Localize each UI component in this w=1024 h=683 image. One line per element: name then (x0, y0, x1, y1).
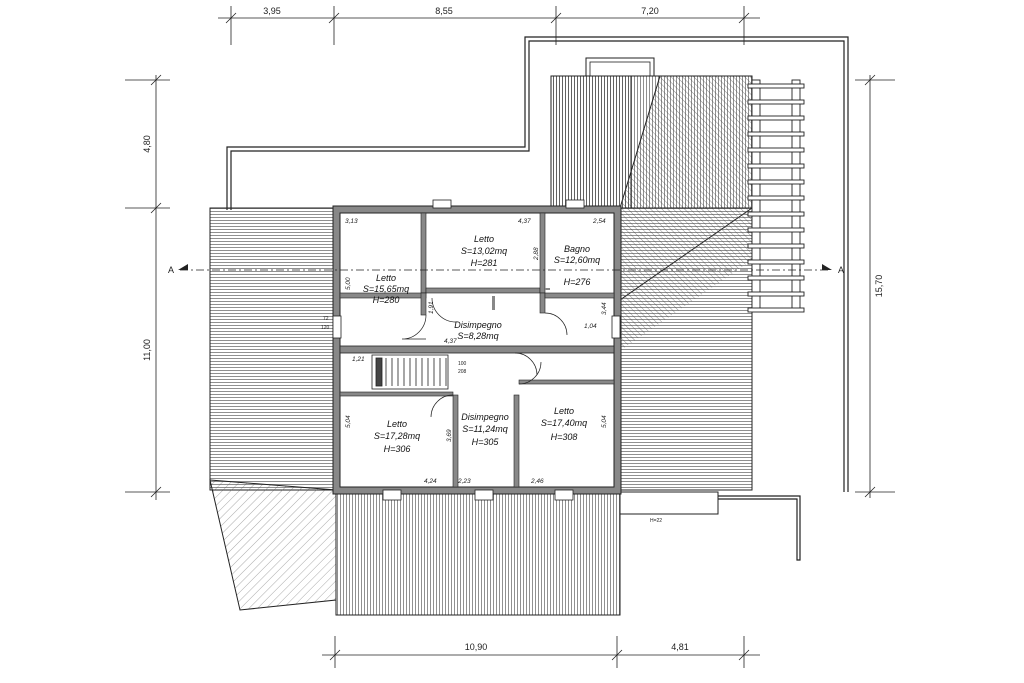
svg-text:Letto: Letto (376, 273, 396, 283)
svg-text:H=308: H=308 (551, 432, 578, 442)
svg-text:3,69: 3,69 (446, 429, 453, 442)
svg-text:120: 120 (321, 325, 330, 331)
section-label-left: A (168, 265, 174, 275)
room-letto-2: Letto S=13,02mq H=281 (461, 234, 507, 268)
svg-text:1,91: 1,91 (428, 301, 435, 314)
svg-text:2,23: 2,23 (457, 478, 471, 485)
roof-left (209, 207, 337, 491)
svg-text:S=12,60mq: S=12,60mq (554, 255, 600, 265)
svg-text:H=305: H=305 (472, 437, 500, 447)
svg-text:100: 100 (458, 361, 467, 367)
section-line (178, 264, 832, 271)
svg-text:H=276: H=276 (564, 277, 591, 287)
svg-text:2,88: 2,88 (533, 247, 540, 261)
dimension-lines (125, 6, 895, 668)
svg-text:Letto: Letto (474, 234, 494, 244)
svg-text:S=8,28mq: S=8,28mq (457, 331, 498, 341)
dim-top-1: 3,95 (263, 6, 281, 16)
svg-text:5,04: 5,04 (601, 415, 608, 428)
dim-left-2: 11,00 (142, 339, 152, 361)
door-swings (401, 297, 568, 418)
svg-text:4,24: 4,24 (424, 478, 437, 485)
svg-text:Disimpegno: Disimpegno (461, 412, 509, 422)
building (332, 205, 622, 495)
lower-balcony (619, 491, 719, 515)
terrace-outline (226, 36, 849, 561)
section-label-right: A (838, 265, 844, 275)
svg-text:3,13: 3,13 (345, 218, 358, 225)
svg-text:208: 208 (458, 369, 467, 375)
svg-text:72: 72 (323, 316, 329, 322)
svg-text:S=15,65mq: S=15,65mq (363, 284, 409, 294)
svg-text:H=280: H=280 (373, 295, 400, 305)
dim-bottom-1: 10,90 (465, 642, 488, 652)
dim-right: 15,70 (874, 275, 884, 298)
svg-text:5,00: 5,00 (345, 277, 352, 290)
svg-text:1,04: 1,04 (584, 323, 597, 330)
dim-top-3: 7,20 (641, 6, 659, 16)
roof-top-strip (550, 75, 632, 209)
room-letto-4: Letto S=17,40mq H=308 (541, 406, 587, 442)
roof-bottom (335, 489, 621, 616)
svg-text:4,37: 4,37 (518, 218, 531, 225)
roof-left-lower (209, 479, 337, 611)
svg-text:Letto: Letto (387, 419, 407, 429)
top-balcony (585, 57, 655, 77)
window-markers (332, 199, 621, 501)
svg-text:Letto: Letto (554, 406, 574, 416)
svg-text:3,44: 3,44 (601, 302, 608, 315)
room-letto-3: Letto S=17,28mq H=306 (374, 419, 420, 454)
room-disimpegno-1: Disimpegno S=8,28mq (454, 320, 502, 341)
dim-left-1: 4,80 (142, 135, 152, 153)
svg-text:Bagno: Bagno (564, 244, 590, 254)
roof-right-diagonal-2 (618, 208, 752, 352)
stairs (371, 354, 449, 390)
dim-bottom-2: 4,81 (671, 642, 689, 652)
svg-text:H=306: H=306 (384, 444, 411, 454)
svg-text:S=11,24mq: S=11,24mq (462, 424, 508, 434)
dim-top-2: 8,55 (435, 6, 453, 16)
svg-text:2,54: 2,54 (592, 218, 606, 225)
svg-text:2,46: 2,46 (530, 478, 544, 485)
room-letto-1: Letto S=15,65mq H=280 (363, 273, 409, 305)
room-bagno: Bagno S=12,60mq H=276 (554, 244, 600, 287)
svg-text:S=17,40mq: S=17,40mq (541, 418, 587, 428)
svg-text:S=13,02mq: S=13,02mq (461, 246, 507, 256)
svg-text:Disimpegno: Disimpegno (454, 320, 502, 330)
svg-text:1,21: 1,21 (352, 356, 365, 363)
svg-text:5,04: 5,04 (345, 415, 352, 428)
pergola (747, 79, 805, 313)
svg-text:S=17,28mq: S=17,28mq (374, 431, 420, 441)
room-disimpegno-2: Disimpegno S=11,24mq H=305 (461, 412, 509, 447)
svg-text:4,37: 4,37 (444, 338, 457, 345)
inner-dimensions: 3,13 4,37 2,54 5,00 2,88 1,91 4,37 3,44 … (321, 218, 608, 485)
svg-text:H=22: H=22 (650, 518, 662, 524)
svg-text:H=281: H=281 (471, 258, 498, 268)
